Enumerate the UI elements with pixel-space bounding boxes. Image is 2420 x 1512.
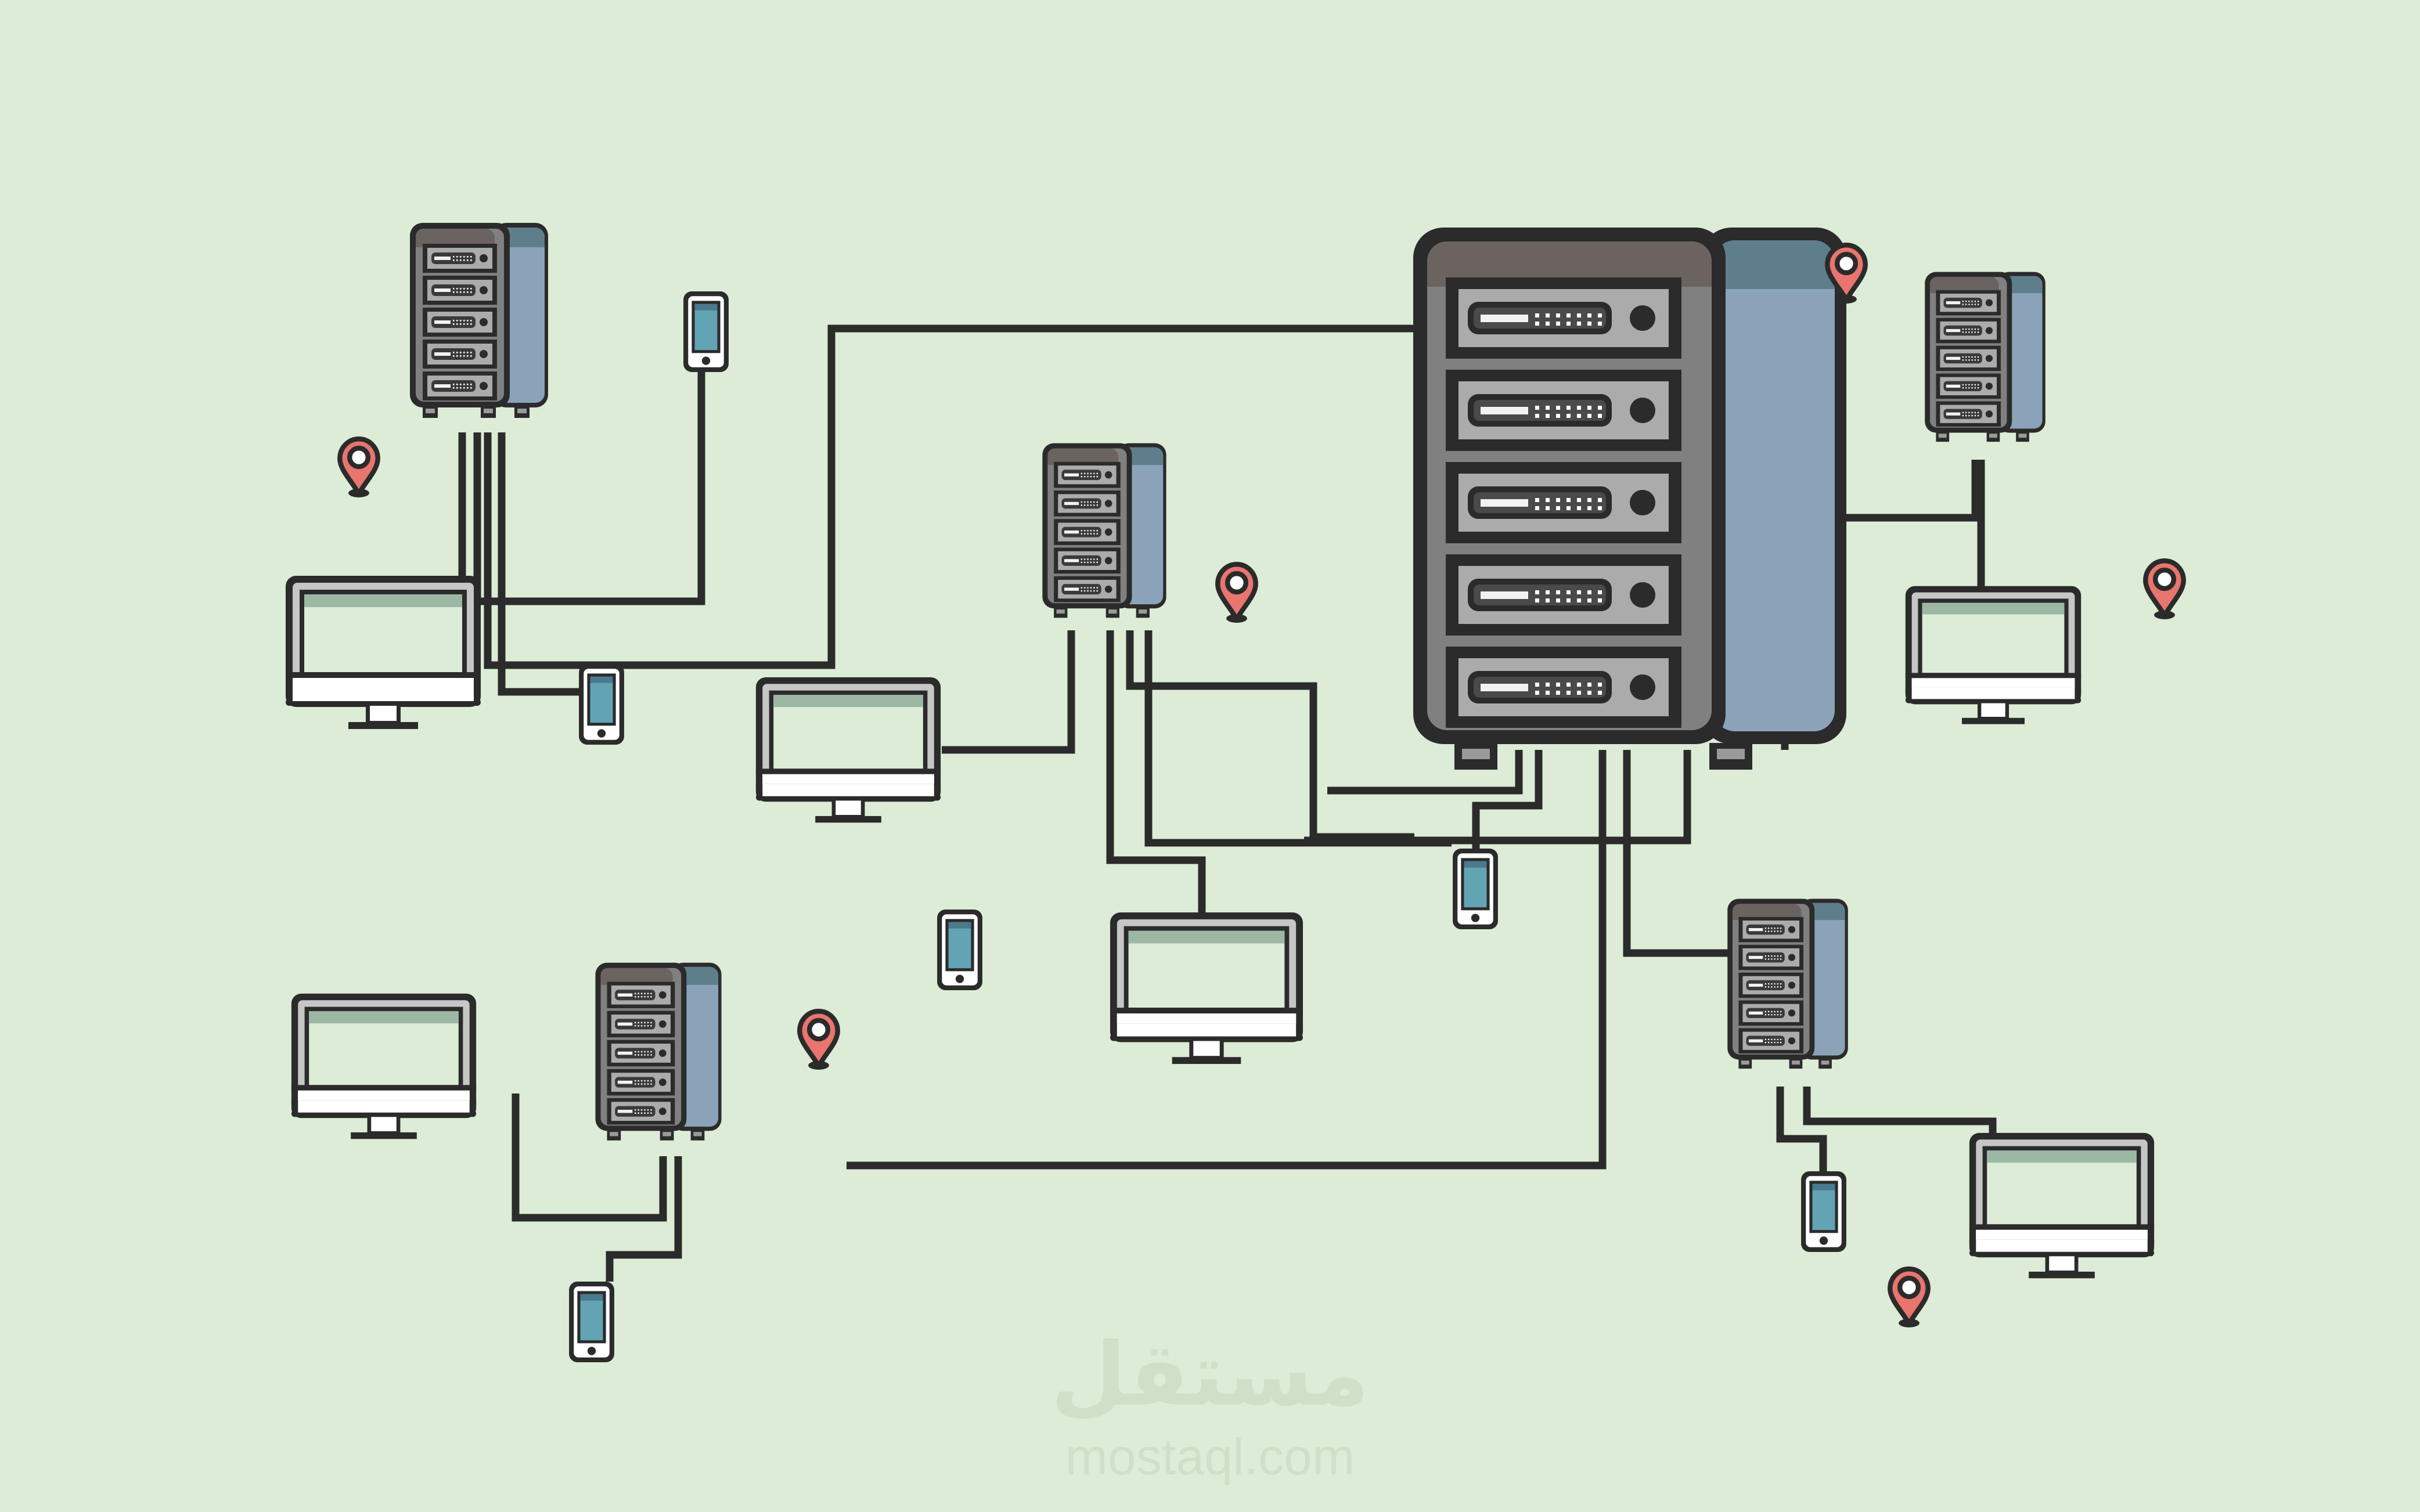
server-center[interactable] bbox=[1042, 443, 1166, 618]
phone-top-left[interactable] bbox=[683, 291, 729, 372]
main-server-unit-3[interactable] bbox=[1446, 462, 1681, 543]
monitor-right-top[interactable] bbox=[1905, 586, 2082, 724]
phone-bottom-left[interactable] bbox=[569, 1282, 614, 1362]
cable-bl-monitor bbox=[512, 1094, 667, 1222]
main-server-feet bbox=[1454, 743, 1752, 770]
cable-main-bottom-left bbox=[847, 750, 1607, 1170]
phone-center-left[interactable] bbox=[937, 910, 982, 990]
monitor-left-top[interactable] bbox=[286, 576, 481, 729]
main-server-unit-1[interactable] bbox=[1446, 277, 1681, 359]
phone-center-right[interactable] bbox=[1453, 849, 1498, 929]
server-bottom-right[interactable] bbox=[1727, 898, 1848, 1069]
phone-left-mid[interactable] bbox=[579, 664, 624, 745]
cable-main-phone bbox=[1472, 750, 1543, 849]
monitor-center-left[interactable] bbox=[755, 677, 941, 823]
main-server[interactable] bbox=[1413, 228, 1846, 770]
cable-ct-monitor-center bbox=[1106, 630, 1206, 914]
phone-bottom-right[interactable] bbox=[1801, 1171, 1846, 1252]
main-server-unit-2[interactable] bbox=[1446, 370, 1681, 451]
cable-ct-monitor-left bbox=[942, 630, 1075, 754]
cable-layer bbox=[373, 324, 1997, 1282]
cable-br-phone bbox=[1776, 1087, 1827, 1171]
main-server-unit-4[interactable] bbox=[1446, 554, 1681, 636]
monitor-center[interactable] bbox=[1110, 912, 1303, 1064]
server-top-left[interactable] bbox=[410, 223, 548, 418]
cable-tl-phone-top bbox=[473, 371, 705, 605]
cable-main-server-center bbox=[1327, 750, 1523, 795]
watermark: مستقل mostaql.com bbox=[1051, 1325, 1370, 1485]
server-bottom-left[interactable] bbox=[595, 962, 722, 1141]
monitor-bottom-right[interactable] bbox=[1969, 1132, 2155, 1279]
monitor-bottom-left[interactable] bbox=[291, 993, 477, 1139]
cable-tl-main bbox=[484, 324, 1414, 669]
watermark-arabic: مستقل bbox=[1051, 1325, 1370, 1426]
main-server-unit-5[interactable] bbox=[1446, 647, 1681, 728]
cable-main-monitor-center bbox=[1304, 750, 1691, 845]
watermark-domain: mostaql.com bbox=[1065, 1428, 1355, 1485]
cable-bl-phone bbox=[606, 1156, 682, 1282]
cable-main-bottom-right bbox=[1623, 750, 1771, 957]
server-top-right[interactable] bbox=[1925, 272, 2046, 442]
